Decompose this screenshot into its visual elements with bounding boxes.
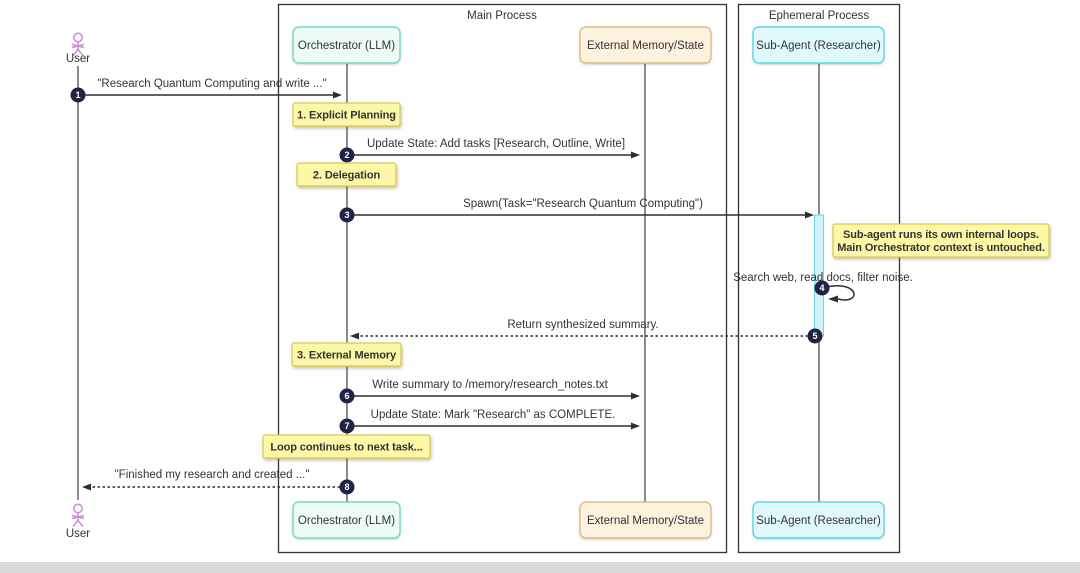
sequence-badge <box>339 388 355 404</box>
actor-memory-top: External Memory/State <box>579 26 712 64</box>
user-figure-head-icon <box>73 503 83 514</box>
actor-box <box>292 26 401 64</box>
sequence-number: 5 <box>812 331 817 341</box>
message-label: Return synthesized summary. <box>507 319 658 331</box>
bottom-edge-strip <box>0 562 1080 573</box>
actor-orchestrator-top: Orchestrator (LLM) <box>292 26 401 64</box>
actor-label: External Memory/State <box>587 515 704 527</box>
user-actor-top <box>71 32 85 56</box>
sequence-badge <box>814 280 830 296</box>
message-1: "Research Quantum Computing and write ..… <box>70 78 342 103</box>
arrowhead-right-icon <box>631 151 640 159</box>
user-figure-arm <box>71 43 85 49</box>
note-loop-continues: Loop continues to next task... <box>262 434 431 459</box>
user-figure-leg <box>72 49 79 56</box>
ephemeral-process-frame: Ephemeral Process <box>737 3 901 554</box>
arrowhead-left-icon <box>82 483 91 491</box>
sequence-number: 8 <box>344 482 349 492</box>
note-label: 2. Delegation <box>313 170 381 182</box>
sequence-badge <box>339 207 355 223</box>
user-figure-leg <box>77 49 84 56</box>
note-label-line2: Main Orchestrator context is untouched. <box>837 242 1045 254</box>
user-figure-arm <box>71 514 85 520</box>
note-box <box>296 162 397 187</box>
message-label: "Finished my research and created ..." <box>115 469 310 481</box>
message-label: Update State: Add tasks [Research, Outli… <box>367 138 625 150</box>
arrowhead-left-icon <box>828 295 838 303</box>
message-label: "Research Quantum Computing and write ..… <box>97 78 326 90</box>
user-label-bottom: User <box>66 528 90 540</box>
sequence-number: 1 <box>75 90 80 100</box>
message-3: Spawn(Task="Research Quantum Computing")… <box>339 198 814 223</box>
actor-label: Orchestrator (LLM) <box>298 515 395 527</box>
actor-box <box>579 26 712 64</box>
message-5: Return synthesized summary. 5 <box>350 319 823 344</box>
actor-subagent-top: Sub-Agent (Researcher) <box>752 26 885 64</box>
sequence-number: 6 <box>344 391 349 401</box>
user-figure-leg <box>77 520 84 527</box>
arrowhead-right-icon <box>333 91 342 99</box>
note-box <box>262 434 431 459</box>
sequence-number: 3 <box>344 210 349 220</box>
main-process-border <box>277 3 728 554</box>
message-8: "Finished my research and created ..." 8 <box>82 469 355 495</box>
message-label: Update State: Mark "Research" as COMPLET… <box>371 409 616 421</box>
actor-label: Sub-Agent (Researcher) <box>756 40 881 52</box>
actor-label: External Memory/State <box>587 40 704 52</box>
note-label: 1. Explicit Planning <box>297 110 396 122</box>
actor-subagent-bottom: Sub-Agent (Researcher) <box>752 501 885 539</box>
note-external-memory: 3. External Memory <box>291 342 402 367</box>
note-label: Loop continues to next task... <box>270 442 422 454</box>
sequence-badge <box>339 147 355 163</box>
message-2: Update State: Add tasks [Research, Outli… <box>339 138 640 163</box>
arrowhead-right-icon <box>631 392 640 400</box>
note-box <box>291 342 402 367</box>
sequence-number: 7 <box>344 421 349 431</box>
message-label: Search web, read docs, filter noise. <box>733 272 913 284</box>
ephemeral-process-title: Ephemeral Process <box>769 10 870 22</box>
actor-box <box>752 26 885 64</box>
note-subagent-loops: Sub-agent runs its own internal loops. M… <box>832 223 1050 258</box>
note-label-line1: Sub-agent runs its own internal loops. <box>843 229 1039 241</box>
sequence-number: 4 <box>819 283 824 293</box>
note-delegation: 2. Delegation <box>296 162 397 187</box>
main-process-frame: Main Process <box>277 3 728 554</box>
message-label: Write summary to /memory/research_notes.… <box>372 379 608 391</box>
actor-box <box>579 501 712 539</box>
user-label-top: User <box>66 53 90 65</box>
user-figure-head-icon <box>73 32 83 43</box>
arrowhead-left-icon <box>350 332 359 340</box>
sequence-badge <box>339 418 355 434</box>
main-process-title: Main Process <box>467 10 537 22</box>
note-explicit-planning: 1. Explicit Planning <box>292 102 401 127</box>
user-figure-leg <box>72 520 79 527</box>
message-label: Spawn(Task="Research Quantum Computing") <box>463 198 703 210</box>
actor-orchestrator-bottom: Orchestrator (LLM) <box>292 501 401 539</box>
message-6: Write summary to /memory/research_notes.… <box>339 379 640 404</box>
actor-memory-bottom: External Memory/State <box>579 501 712 539</box>
actor-label: Sub-Agent (Researcher) <box>756 515 881 527</box>
arrowhead-right-icon <box>631 422 640 430</box>
user-actor-bottom <box>71 503 85 527</box>
actor-box <box>752 501 885 539</box>
self-loop-line <box>825 285 855 301</box>
message-4-self-loop: Search web, read docs, filter noise. 4 <box>733 272 913 303</box>
ephemeral-process-border <box>737 3 901 554</box>
sequence-badge <box>807 328 823 344</box>
sequence-badge <box>339 479 355 495</box>
actor-label: Orchestrator (LLM) <box>298 40 395 52</box>
note-label: 3. External Memory <box>297 350 397 362</box>
arrowhead-right-icon <box>805 211 814 219</box>
sequence-number: 2 <box>344 150 349 160</box>
message-7: Update State: Mark "Research" as COMPLET… <box>339 409 640 434</box>
sequence-badge <box>70 87 86 103</box>
note-box <box>292 102 401 127</box>
actor-box <box>292 501 401 539</box>
note-box <box>832 223 1050 258</box>
